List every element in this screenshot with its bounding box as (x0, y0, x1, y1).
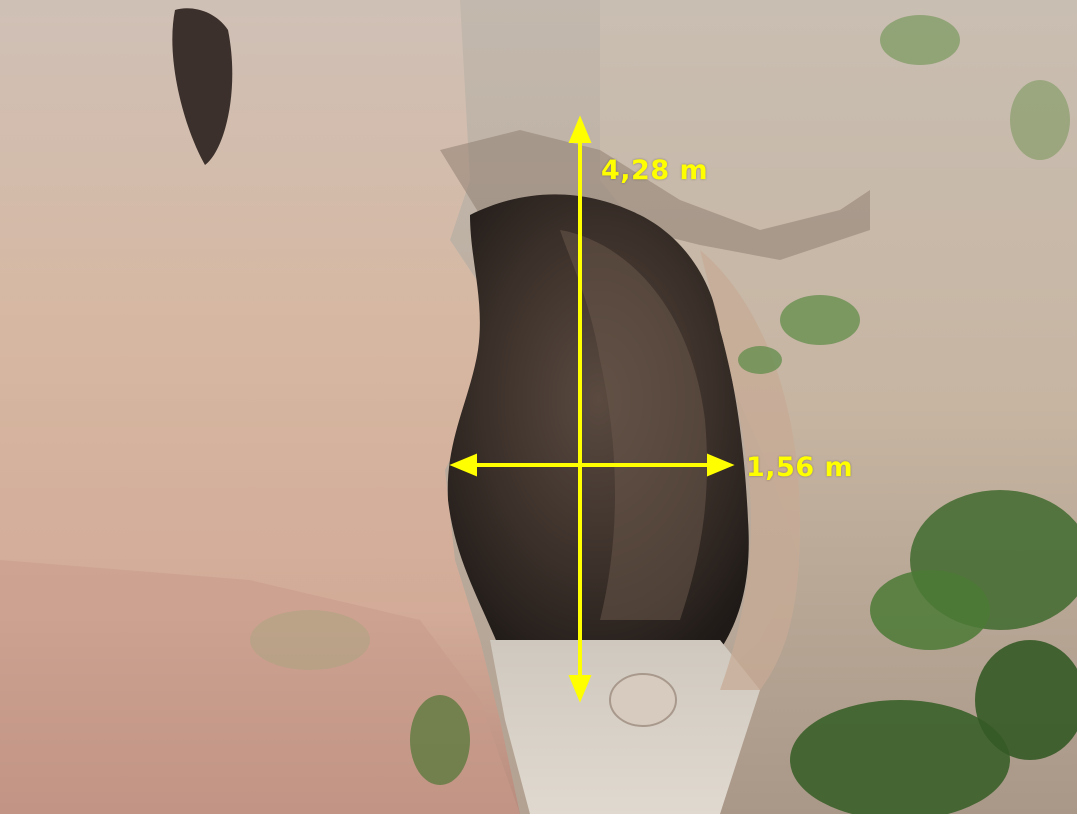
right-cave-pillar (700, 250, 800, 690)
horizontal-arrow-icon (449, 453, 735, 477)
foliage (738, 15, 1077, 814)
sandy-floor (490, 640, 760, 814)
vertical-arrow-icon (568, 115, 592, 703)
cave-overhang-shadow (440, 130, 870, 260)
height-measurement-label: 4,28 m (601, 155, 709, 186)
left-lower-stain (0, 560, 520, 814)
upper-hollow (172, 8, 233, 166)
boulder (609, 673, 677, 727)
width-measurement-label: 1,56 m (746, 452, 854, 483)
moss-patch (410, 695, 470, 785)
moss-stain (250, 610, 370, 670)
cave-inner-wall (560, 230, 708, 620)
